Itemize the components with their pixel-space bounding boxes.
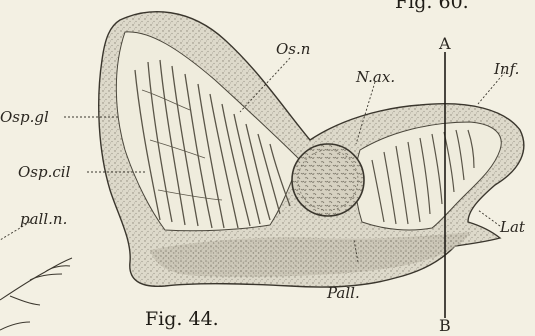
label-pall: Pall. <box>327 286 360 301</box>
nerve-sketch <box>0 258 72 330</box>
section-label-b: B <box>439 318 451 334</box>
label-n-ax: N.ax. <box>356 70 395 85</box>
label-pall-n: pall.n. <box>20 212 67 227</box>
label-os-n: Os.n <box>276 42 310 57</box>
top-figure-caption: Fig. 60. <box>395 0 469 12</box>
label-osp-gl: Osp.gl <box>0 110 49 125</box>
label-lat: Lat <box>500 220 525 235</box>
axial-nerve-ganglion <box>292 144 364 216</box>
figure-caption: Fig. 44. <box>145 310 219 329</box>
section-label-a: A <box>439 36 451 52</box>
label-osp-cil: Osp.cil <box>18 165 70 180</box>
label-inf: Inf. <box>494 62 519 77</box>
